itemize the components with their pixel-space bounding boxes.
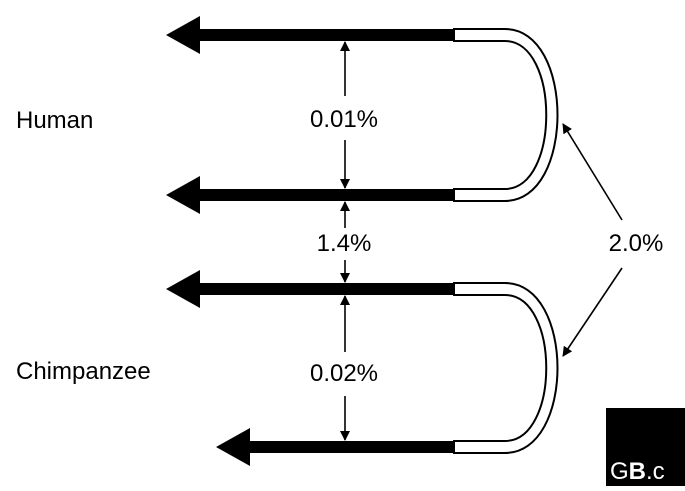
human-strand-bottom	[166, 176, 454, 214]
chimp-within-value: 0.02%	[310, 360, 378, 387]
arrowhead-icon	[166, 270, 200, 308]
gb-logo: GB.c	[606, 408, 685, 486]
svg-text:GB.c: GB.c	[610, 458, 665, 485]
overall-arrow-lower	[562, 267, 623, 357]
chimp-strand-bottom	[216, 428, 454, 466]
logo-suffix: .c	[646, 458, 665, 485]
chimp-hairpin-loop	[453, 282, 559, 454]
arrowhead-icon	[166, 176, 200, 214]
logo-bold: B	[629, 458, 646, 485]
overall-arrow-upper	[562, 123, 623, 221]
human-strand-top	[166, 16, 454, 54]
human-hairpin-loop	[453, 28, 559, 202]
logo-prefix: G	[610, 458, 629, 485]
chimp-strand-top	[166, 270, 454, 308]
arrowhead-icon	[216, 428, 250, 466]
human-within-value: 0.01%	[310, 106, 378, 133]
between-species-value: 1.4%	[317, 230, 372, 257]
human-label: Human	[16, 107, 93, 134]
arrowhead-icon	[166, 16, 200, 54]
overall-value: 2.0%	[609, 230, 664, 257]
chimpanzee-label: Chimpanzee	[16, 358, 151, 385]
